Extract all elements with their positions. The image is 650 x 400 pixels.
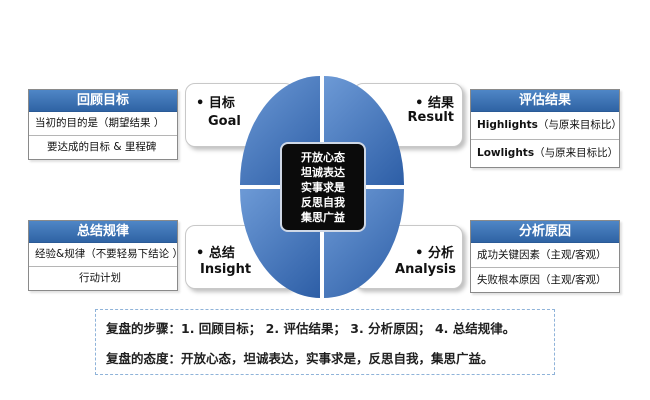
summary-panel: 复盘的步骤：1. 回顾目标； 2. 评估结果； 3. 分析原因； 4. 总结规律… [95, 309, 555, 375]
summarize-rules-row: 行动计划 [29, 266, 177, 290]
center-line: 实事求是 [301, 180, 345, 194]
goal-card-en: Goal [208, 114, 241, 129]
highlights-row: Highlights（与原来目标比） [471, 112, 622, 139]
review-goal-row: 要达成的目标 & 里程碑 [29, 135, 177, 159]
analyze-causes-box: 分析原因 成功关键因素（主观/客观） 失败根本原因（主观/客观） [470, 220, 620, 293]
result-card-cn: • 结果 [415, 96, 454, 111]
summarize-rules-box: 总结规律 经验&规律（不要轻易下结论 ） 行动计划 [28, 220, 184, 291]
highlights-note: （与原来目标比） [537, 119, 622, 131]
attitude-center-box: 开放心态 坦诚表达 实事求是 反思自我 集思广益 [280, 142, 366, 232]
analyze-causes-row: 成功关键因素（主观/客观） [477, 249, 607, 261]
result-card-en: Result [407, 110, 455, 125]
center-line: 反思自我 [301, 195, 345, 209]
insight-card-cn: • 总结 [196, 246, 235, 261]
lowlights-note: （与原来目标比） [534, 147, 619, 159]
summarize-rules-title: 总结规律 [29, 221, 177, 243]
highlights-label: Highlights [477, 119, 538, 131]
lowlights-label: Lowlights [477, 147, 535, 159]
analyze-causes-row: 失败根本原因（主观/客观） [471, 267, 619, 292]
center-line: 开放心态 [301, 150, 345, 164]
goal-card-cn: • 目标 [196, 96, 235, 111]
summarize-rules-row: 经验&规律（不要轻易下结论 ） [35, 248, 184, 260]
analysis-card-cn: • 分析 [415, 246, 454, 261]
review-steps-text: 复盘的步骤：1. 回顾目标； 2. 评估结果； 3. 分析原因； 4. 总结规律… [106, 321, 516, 336]
review-goal-title: 回顾目标 [29, 90, 177, 112]
evaluate-result-box: 评估结果 Highlights（与原来目标比） Lowlights（与原来目标比… [470, 89, 622, 168]
center-line: 坦诚表达 [301, 165, 345, 179]
lowlights-row: Lowlights（与原来目标比） [471, 139, 619, 167]
review-attitude-text: 复盘的态度：开放心态，坦诚表达，实事求是，反思自我，集思广益。 [106, 351, 494, 366]
review-goal-box: 回顾目标 当初的目的是（期望结果 ） 要达成的目标 & 里程碑 [28, 89, 178, 160]
center-line: 集思广益 [301, 210, 345, 224]
insight-card-en: Insight [200, 262, 252, 277]
review-goal-row: 当初的目的是（期望结果 ） [35, 117, 165, 129]
analysis-card-en: Analysis [395, 262, 456, 277]
analyze-causes-title: 分析原因 [471, 221, 619, 243]
evaluate-result-title: 评估结果 [471, 90, 619, 112]
